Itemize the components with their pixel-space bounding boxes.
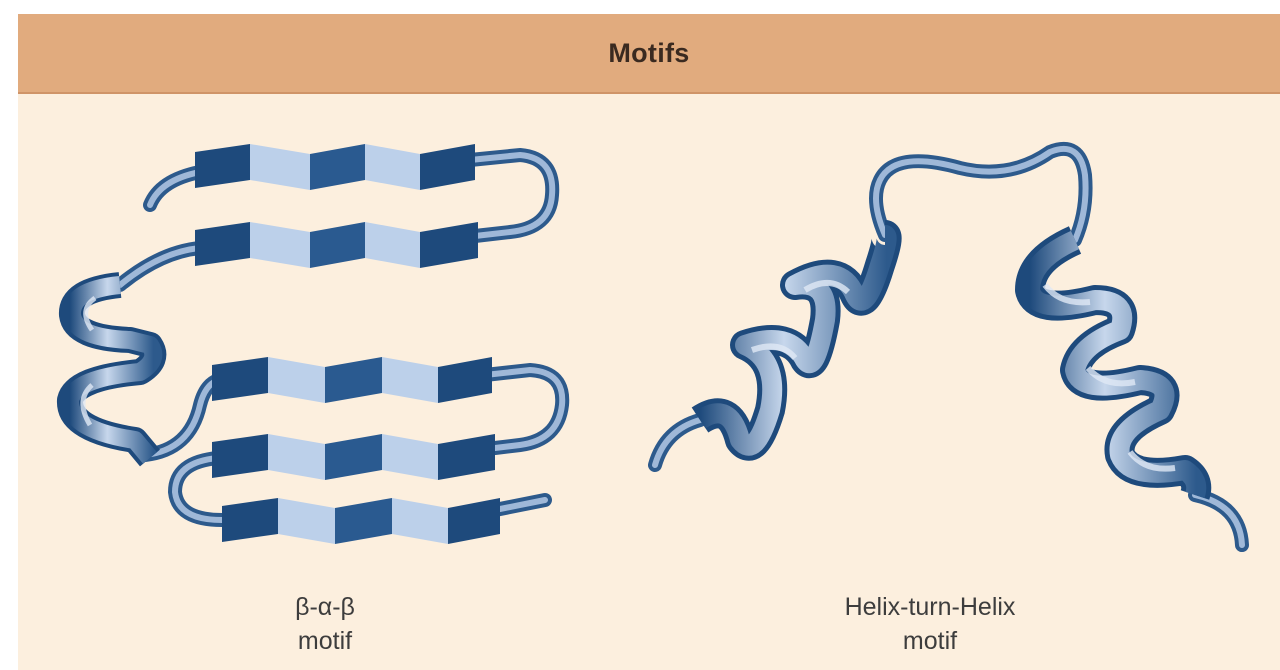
caption-line-1: β-α-β <box>255 590 395 624</box>
alpha-helix-left <box>70 285 153 458</box>
alpha-helix-2 <box>1030 240 1196 495</box>
caption-line-2: motif <box>255 624 395 658</box>
beta-strand-4 <box>212 434 495 480</box>
beta-alpha-beta-diagram <box>70 144 562 544</box>
caption-line-2: motif <box>780 624 1080 658</box>
beta-strand-1 <box>195 144 475 190</box>
caption-line-1: Helix-turn-Helix <box>780 590 1080 624</box>
beta-strand-3 <box>212 357 492 403</box>
helix-turn-helix-caption: Helix-turn-Helix motif <box>780 590 1080 658</box>
beta-strand-5 <box>222 498 500 544</box>
helix-turn-helix-diagram <box>655 149 1242 545</box>
beta-alpha-beta-caption: β-α-β motif <box>255 590 395 658</box>
alpha-helix-1 <box>700 235 887 446</box>
beta-strand-2 <box>195 222 478 268</box>
